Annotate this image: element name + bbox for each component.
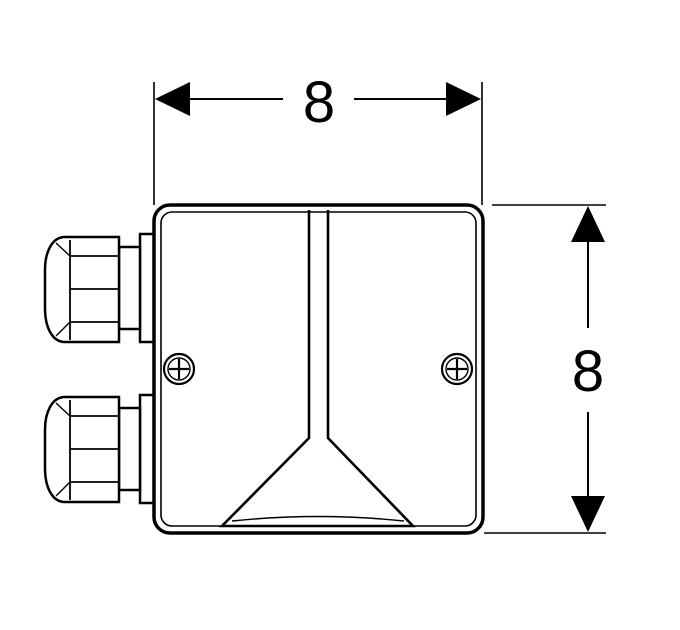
junction-box-lid <box>160 211 477 527</box>
cable-gland-icon <box>43 232 156 344</box>
screw-icon <box>440 352 474 386</box>
cable-gland-top <box>43 232 156 344</box>
height-dimension: 8 <box>484 204 606 534</box>
height-arrow-top <box>571 206 605 242</box>
height-dimension-label: 8 <box>572 339 604 404</box>
cable-gland-bottom <box>43 393 156 505</box>
cable-gland-icon <box>43 393 156 505</box>
junction-box <box>152 203 485 535</box>
lid-divider-channel <box>218 210 417 528</box>
width-dimension: 8 <box>153 70 483 205</box>
screw-right <box>440 352 474 386</box>
width-dimension-label: 8 <box>303 70 335 135</box>
lid-divider-inner-curve <box>231 515 405 522</box>
width-arrow-left <box>155 82 190 116</box>
screw-icon <box>162 352 196 386</box>
width-arrow-right <box>446 82 481 116</box>
screw-left <box>162 352 196 386</box>
height-arrow-bottom <box>571 496 605 532</box>
